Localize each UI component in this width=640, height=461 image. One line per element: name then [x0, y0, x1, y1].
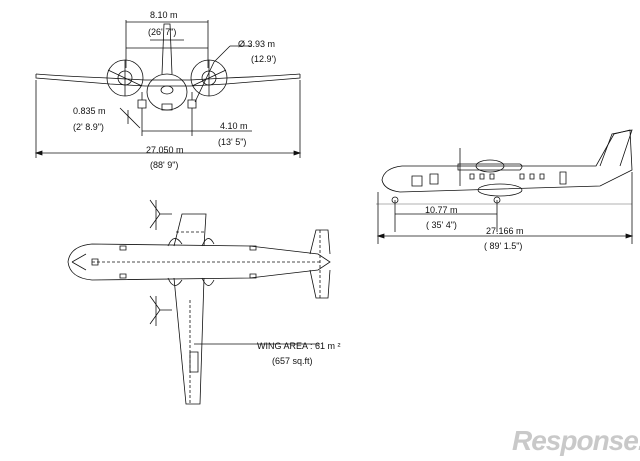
- length-label: 27.166 m: [486, 226, 524, 236]
- wingspan-label: 27.050 m: [146, 145, 184, 155]
- wingspan-imperial-label: (88' 9"): [150, 160, 179, 170]
- response-watermark-logo: Response.: [512, 425, 640, 456]
- wheelbase-label: 10.77 m: [425, 205, 458, 215]
- front-span-top-label: 8.10 m: [150, 10, 178, 20]
- prop-diameter-imperial-label: (12.9'): [251, 54, 277, 64]
- front-span-top-imperial-label: (26' 7"): [148, 27, 177, 37]
- ground-clearance-imperial-label: (2' 8.9"): [73, 122, 104, 132]
- ground-clearance-label: 0.835 m: [73, 106, 106, 116]
- prop-diameter-label: Ø 3.93 m: [238, 39, 276, 49]
- track-label: 4.10 m: [220, 121, 248, 131]
- length-imperial-label: ( 89' 1.5"): [484, 241, 523, 251]
- track-imperial-label: (13' 5"): [218, 137, 247, 147]
- top-view: [68, 200, 330, 404]
- side-view: [376, 130, 632, 244]
- wing-area-label: WING AREA : 61 m ²: [257, 341, 341, 351]
- wing-area-imperial-label: (657 sq.ft): [272, 356, 313, 366]
- front-view: [36, 20, 300, 158]
- wheelbase-imperial-label: ( 35' 4"): [426, 220, 457, 230]
